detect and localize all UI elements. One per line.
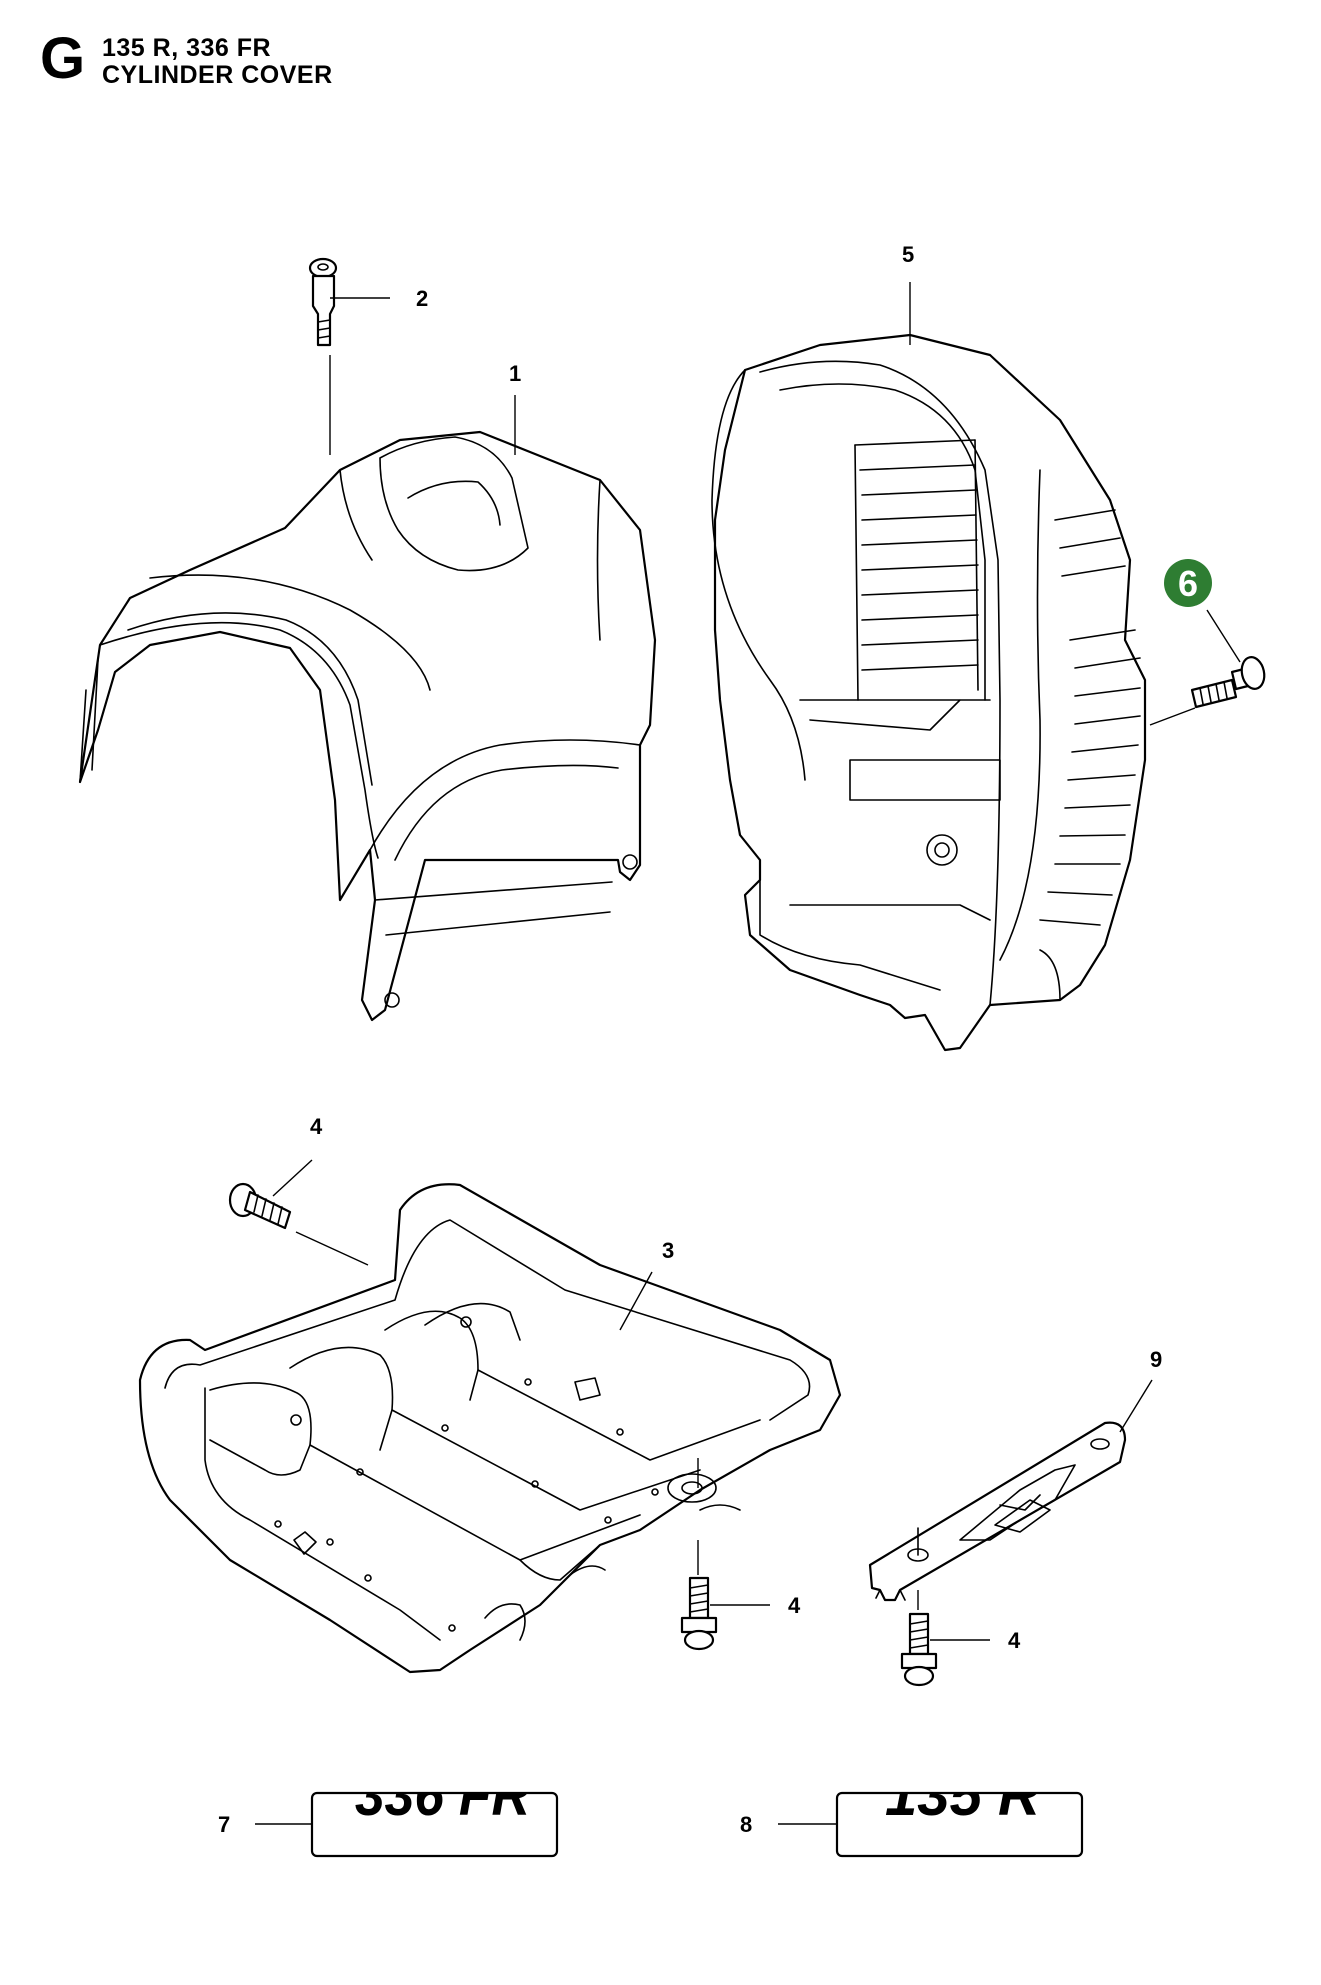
- part-9-bracket[interactable]: [868, 1421, 1127, 1602]
- part-7-decal[interactable]: 336 FR: [310, 1763, 559, 1858]
- callout-4-top: 4: [310, 1114, 323, 1139]
- callout-2: 2: [416, 286, 428, 311]
- leader-line: [1119, 1379, 1153, 1433]
- leader-line: [1149, 707, 1196, 726]
- model-list: 135 R, 336 FR: [102, 34, 272, 62]
- decal-8-text: 135 R: [885, 1763, 1040, 1828]
- callout-4-base: 4: [788, 1593, 801, 1618]
- part-4-screw-c[interactable]: [900, 1612, 938, 1687]
- section-letter: G: [40, 26, 86, 91]
- page-title: CYLINDER COVER: [102, 61, 333, 89]
- callout-8: 8: [740, 1812, 752, 1837]
- part-2-screw[interactable]: [308, 257, 338, 347]
- leader-line: [272, 1159, 313, 1197]
- part-8-decal[interactable]: 135 R: [835, 1763, 1084, 1858]
- callout-4-bracket: 4: [1008, 1628, 1021, 1653]
- part-1-cylinder-cover[interactable]: [78, 430, 657, 1022]
- callout-7: 7: [218, 1812, 230, 1837]
- callout-9: 9: [1150, 1347, 1162, 1372]
- callout-6: 6: [1178, 563, 1198, 604]
- callout-5: 5: [902, 242, 914, 267]
- leader-line: [1206, 609, 1241, 663]
- part-5-fan-housing[interactable]: [711, 333, 1147, 1052]
- decal-7-text: 336 FR: [355, 1763, 530, 1828]
- callout-6-highlight: [1164, 559, 1212, 607]
- part-4-screw-a[interactable]: [228, 1182, 292, 1230]
- part-4-screw-b[interactable]: [680, 1576, 718, 1651]
- callout-3: 3: [662, 1238, 674, 1263]
- part-6-screw[interactable]: [1190, 655, 1267, 709]
- part-3-lower-cover[interactable]: [138, 1183, 842, 1674]
- callout-1: 1: [509, 361, 521, 386]
- leader-line: [619, 1271, 653, 1331]
- leader-line: [295, 1231, 369, 1266]
